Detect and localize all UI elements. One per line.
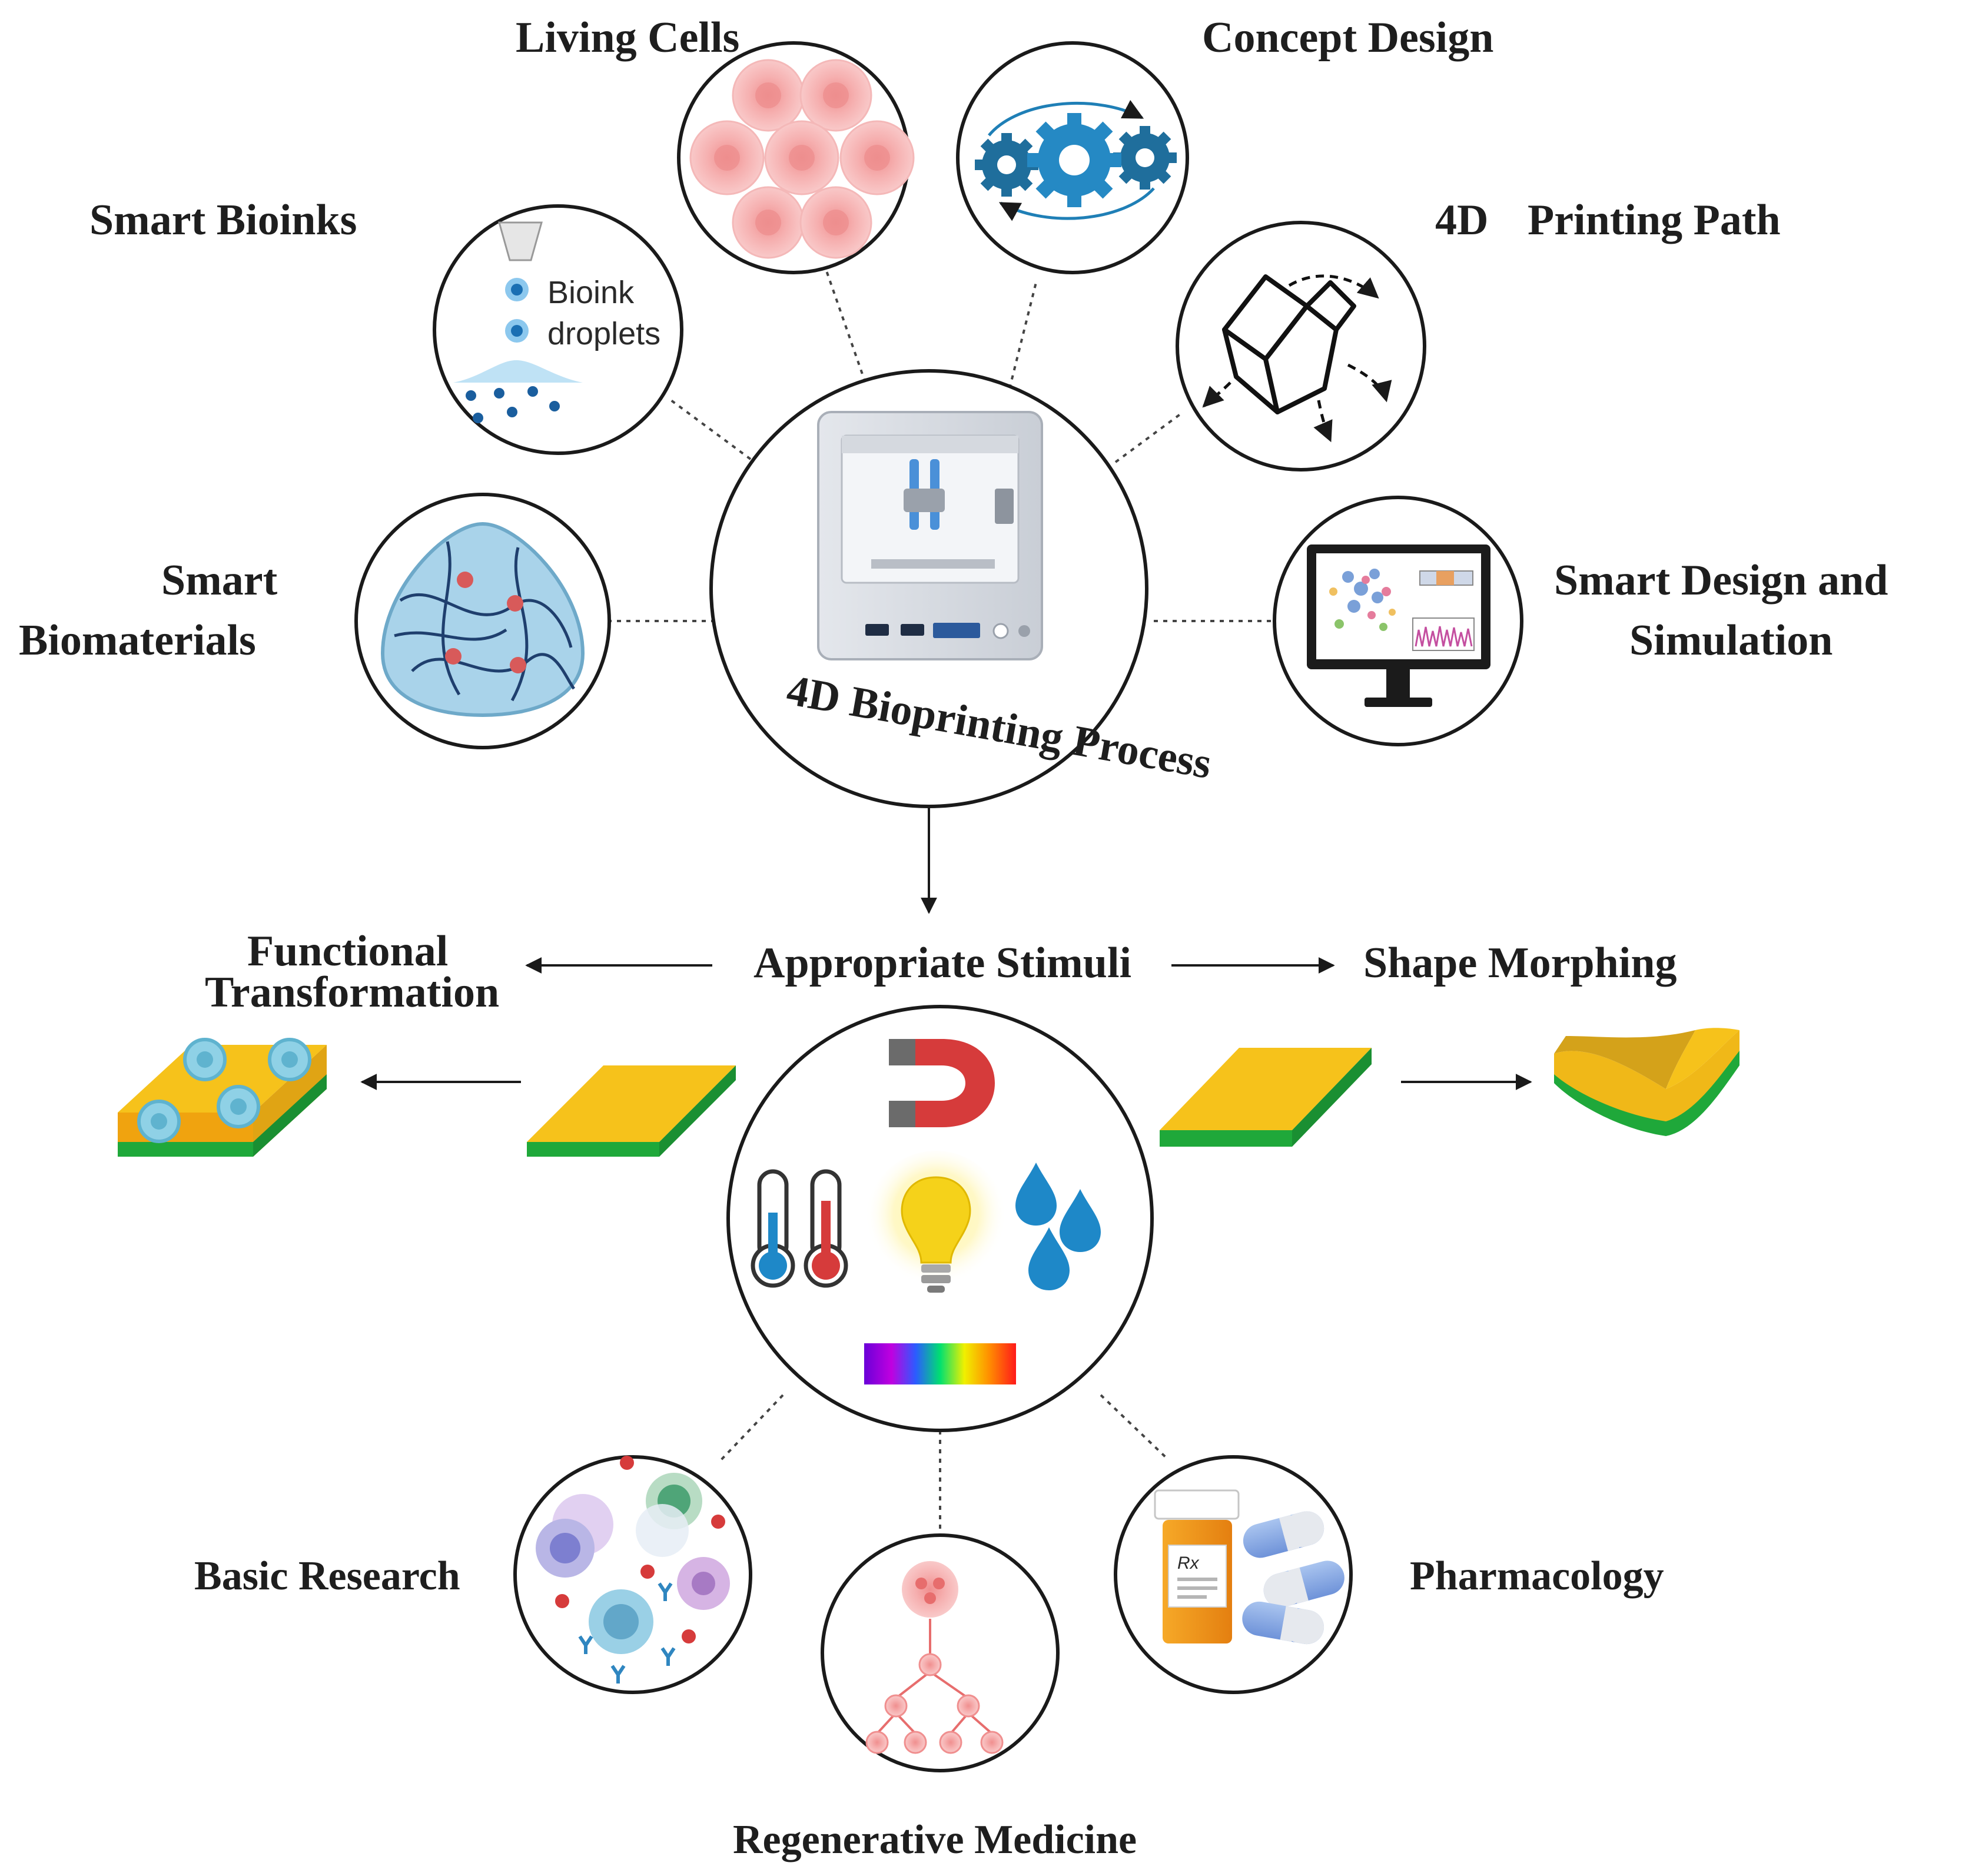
connector-smart-bioinks — [670, 399, 752, 460]
living-cells-node: Living Cells — [516, 14, 915, 274]
connector-pharmacology — [1100, 1394, 1170, 1461]
cell-cluster-icon — [689, 59, 915, 259]
functional-label-1: Functional — [247, 927, 448, 975]
bioink-droplets-icon: Bioink droplets — [453, 221, 660, 423]
regenerative-medicine-label: Regenerative Medicine — [733, 1817, 1137, 1862]
immune-cells-icon — [536, 1456, 730, 1684]
pharmacology-label: Pharmacology — [1410, 1553, 1664, 1599]
droplets-text: droplets — [547, 316, 660, 351]
shape-morphing-label: Shape Morphing — [1363, 939, 1677, 987]
gears-icon — [975, 99, 1177, 221]
hydrogel-network-icon — [380, 522, 585, 718]
smart-design-node: Smart Design and Simulation — [1273, 496, 1888, 746]
smart-bioinks-node: Bioink droplets Smart Bioinks — [89, 196, 683, 455]
connector-basic-research — [720, 1394, 784, 1461]
connector-printing-path — [1114, 411, 1184, 463]
rx-label: Rx — [1177, 1553, 1200, 1573]
pills-bottle-icon: Rx — [1154, 1489, 1344, 1645]
functional-label-2: Transformation — [205, 968, 499, 1017]
connector-concept-design — [1008, 282, 1037, 389]
right-slab — [1160, 1048, 1372, 1147]
smart-biomaterials-label-1: Smart — [161, 556, 278, 605]
light-bulb-icon — [865, 1151, 1007, 1293]
appropriate-stimuli-label: Appropriate Stimuli — [753, 939, 1131, 987]
magnet-icon — [889, 1039, 995, 1127]
smart-design-label-2: Simulation — [1629, 616, 1832, 665]
thermometer-cold-icon — [751, 1169, 795, 1288]
thermometer-hot-icon — [804, 1169, 848, 1288]
embedded-cells — [137, 1038, 311, 1143]
smart-biomaterials-node: Smart Biomaterials — [19, 493, 611, 749]
regenerative-medicine-node: Regenerative Medicine — [733, 1533, 1137, 1862]
bioprinting-process-node: 4D Bioprinting Process — [709, 369, 1215, 808]
computer-monitor-icon — [1307, 544, 1490, 707]
living-cells-label: Living Cells — [516, 14, 739, 62]
bioprinter-icon — [817, 411, 1043, 660]
connector-lines — [606, 247, 1277, 1530]
light-spectrum-bar — [864, 1343, 1016, 1384]
stem-cell-tree-icon — [865, 1561, 1004, 1754]
basic-research-node: Basic Research — [194, 1455, 752, 1694]
smart-bioinks-label: Smart Bioinks — [89, 196, 357, 244]
functional-slab — [118, 1038, 327, 1157]
bioink-text: Bioink — [547, 275, 635, 310]
concept-design-node: Concept Design — [956, 14, 1493, 274]
stimuli-node — [726, 1005, 1154, 1432]
basic-research-label: Basic Research — [194, 1553, 460, 1599]
pharmacology-node: Rx Pharmacology — [1114, 1455, 1664, 1694]
morphed-slab — [1554, 1028, 1739, 1136]
printing-path-node: 4D Printing Path — [1176, 196, 1781, 472]
smart-biomaterials-label-2: Biomaterials — [19, 616, 256, 665]
left-slab — [527, 1065, 736, 1157]
water-drops-icon — [1015, 1163, 1101, 1290]
folding-box-icon — [1202, 274, 1392, 443]
smart-design-label-1: Smart Design and — [1554, 556, 1888, 605]
printing-path-prefix: 4D — [1435, 196, 1488, 244]
printing-path-label: Printing Path — [1528, 196, 1781, 244]
concept-design-label: Concept Design — [1202, 14, 1493, 62]
